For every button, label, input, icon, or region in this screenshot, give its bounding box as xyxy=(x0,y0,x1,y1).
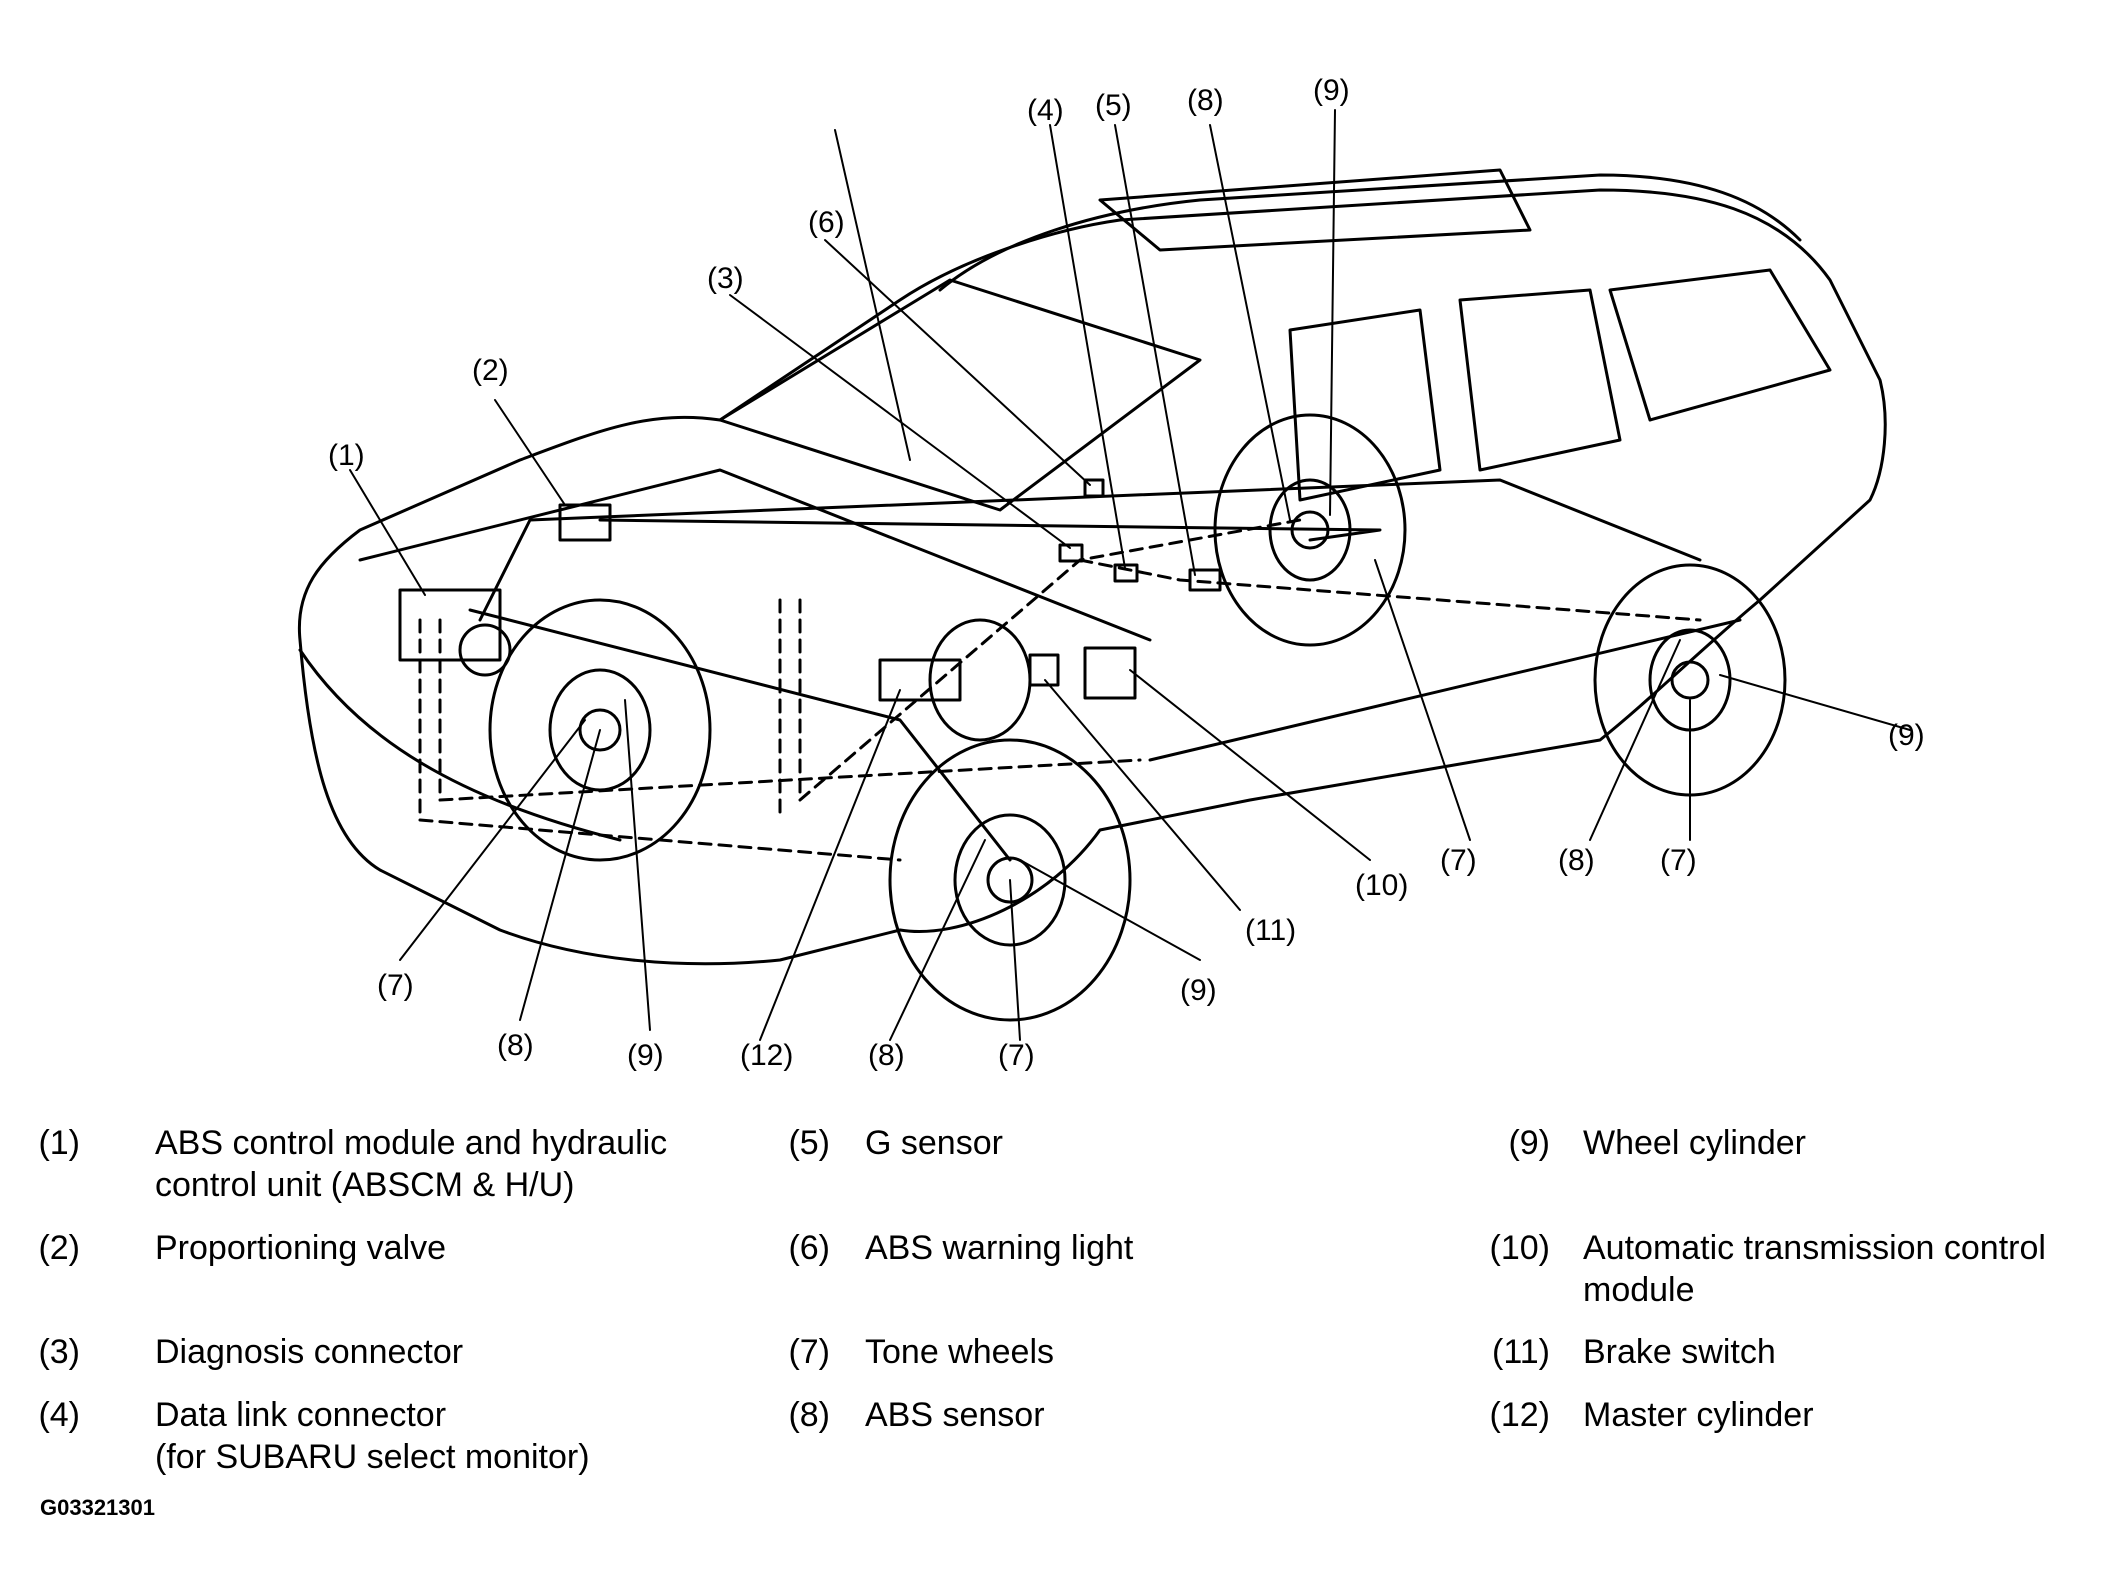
callout-label: (7) xyxy=(998,1039,1035,1072)
brake-line-main xyxy=(478,478,1702,622)
callout-label: (8) xyxy=(868,1039,905,1072)
abs-system-diagram: (1) (2) (3) (6) (4) (5) (8) (9) (9) (8) … xyxy=(297,74,1925,1072)
callout-label: (9) xyxy=(627,1039,664,1072)
warning-light xyxy=(1083,478,1105,498)
car-body-outline xyxy=(297,188,1887,966)
callout-label: (4) xyxy=(1027,94,1064,127)
rear-window xyxy=(1608,268,1832,422)
abs-pump-motor xyxy=(458,623,512,677)
callout-label: (12) xyxy=(740,1039,793,1072)
car-roof-line xyxy=(938,173,1802,292)
side-skirt xyxy=(1148,618,1742,762)
hood-line xyxy=(358,468,1152,642)
legend-text: Automatic transmission control module xyxy=(1583,1229,2046,1309)
sunroof xyxy=(1098,168,1532,252)
callout-label: (7) xyxy=(1660,844,1697,877)
legend-number: (3) xyxy=(38,1333,80,1371)
legend-number: (7) xyxy=(788,1333,830,1371)
legend-text: Tone wheels xyxy=(865,1333,1055,1371)
callout-label: (9) xyxy=(1888,719,1925,752)
callout-label: (8) xyxy=(1558,844,1595,877)
legend-number: (12) xyxy=(1489,1396,1550,1434)
callout-label: (10) xyxy=(1355,869,1408,902)
bumper-line xyxy=(298,648,622,842)
callout-label: (9) xyxy=(1313,74,1350,107)
side-window-front xyxy=(1288,308,1442,502)
leader-lines xyxy=(349,109,1911,1041)
legend-text: Data link connector (for SUBARU select m… xyxy=(155,1396,590,1476)
legend-number: (5) xyxy=(788,1124,830,1162)
callout-label: (7) xyxy=(1440,844,1477,877)
legend-number: (10) xyxy=(1489,1229,1550,1267)
callout-label: (3) xyxy=(707,262,744,295)
callout-label: (1) xyxy=(328,439,365,472)
callout-label: (8) xyxy=(1187,84,1224,117)
legend-number: (9) xyxy=(1508,1124,1550,1162)
legend-number: (4) xyxy=(38,1396,80,1434)
proportioning-valve xyxy=(558,503,612,542)
callout-label: (5) xyxy=(1095,89,1132,122)
figure-code: G03321301 xyxy=(40,1495,155,1520)
legend-text: Wheel cylinder xyxy=(1583,1124,1806,1162)
brake-line-rear xyxy=(598,518,1382,542)
side-window-rear xyxy=(1458,288,1622,472)
callout-label: (11) xyxy=(1245,914,1296,947)
legend-text: G sensor xyxy=(865,1124,1003,1162)
data-link-connector xyxy=(1113,563,1139,583)
callout-label: (6) xyxy=(808,206,845,239)
legend-number: (1) xyxy=(38,1124,80,1162)
g-sensor xyxy=(1188,568,1222,592)
brake-switch-body xyxy=(1028,653,1060,687)
callout-label: (8) xyxy=(497,1029,534,1062)
legend-number: (8) xyxy=(788,1396,830,1434)
legend-text: ABS control module and hydraulic control… xyxy=(155,1124,668,1204)
legend-text: ABS sensor xyxy=(865,1396,1045,1434)
brake-line-front xyxy=(468,608,1012,862)
legend-text: Proportioning valve xyxy=(155,1229,447,1267)
windshield xyxy=(718,278,1202,512)
abs-control-module xyxy=(398,588,502,662)
callout-label: (9) xyxy=(1180,974,1217,1007)
legend-text: Brake switch xyxy=(1583,1333,1776,1371)
diagnosis-connector xyxy=(1058,543,1084,563)
wiring-harness xyxy=(418,518,1702,862)
master-cylinder-body xyxy=(878,658,962,702)
legend-text: Master cylinder xyxy=(1583,1396,1814,1434)
legend-number: (6) xyxy=(788,1229,830,1267)
legend-number: (2) xyxy=(38,1229,80,1267)
legend-text: Diagnosis connector xyxy=(155,1333,464,1371)
callout-label: (2) xyxy=(472,354,509,387)
legend-number: (11) xyxy=(1492,1333,1550,1371)
legend-text: ABS warning light xyxy=(865,1229,1134,1267)
callout-label: (7) xyxy=(377,969,414,1002)
